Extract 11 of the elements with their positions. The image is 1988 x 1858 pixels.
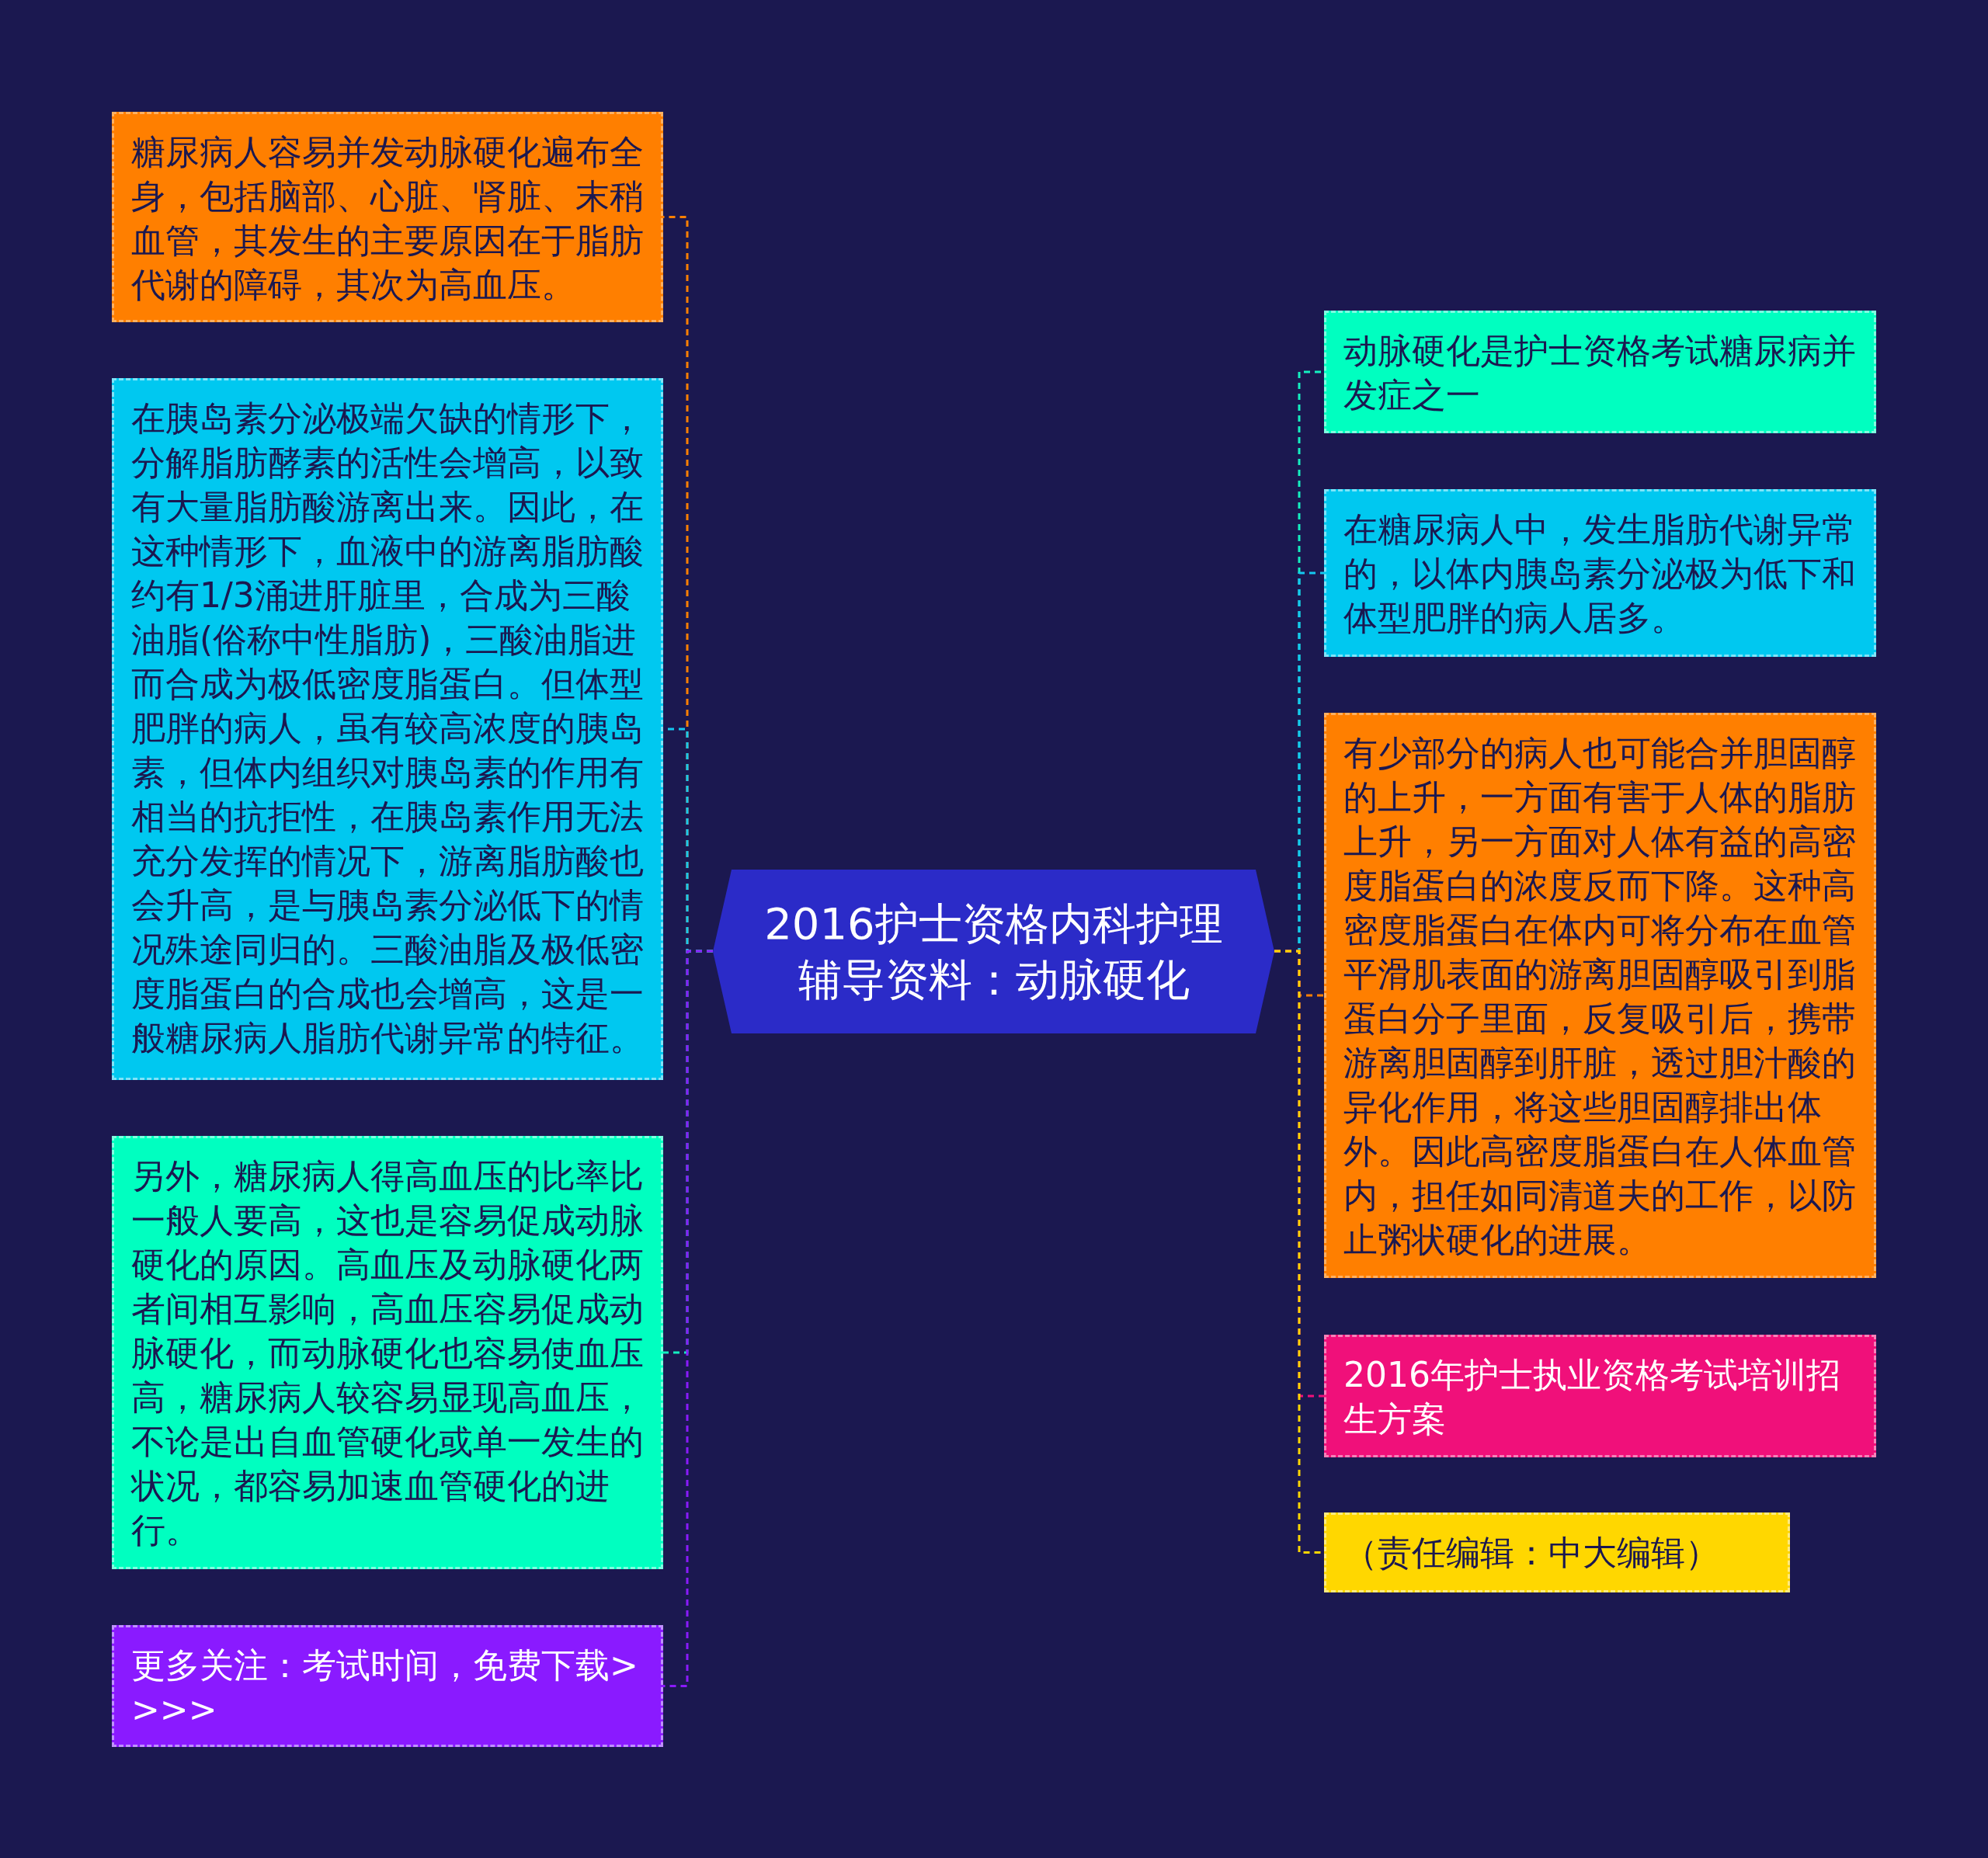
topic-hexagon: 2016护士资格内科护理辅导资料：动脉硬化 [713,870,1274,1033]
text-card: 更多关注：考试时间，免费下载>>>> [112,1625,663,1747]
text-card: 在胰岛素分泌极端欠缺的情形下，分解脂肪酵素的活性会增高，以致有大量脂肪酸游离出来。因此，在这种情形下，血液中的游离脂肪酸约有1/3涌进肝脏里，合成为三酸油脂(俗称中性脂肪)，三酸油脂进而合成为极低密度脂蛋白。但体型肥胖的病人，虽有较高浓度的胰岛素，但体内组织对胰岛素的作用有相当的抗拒性，在胰岛素作用无法充分发挥的情况下，游离脂肪酸也会升高，是与胰岛素分泌低下的情况殊途同归的。三酸油脂及极低密度脂蛋白的合成也会增高，这是一般糖尿病人脂肪代谢异常的特征。 [112,378,663,1080]
text-card: 2016年护士执业资格考试培训招生方案 [1324,1335,1876,1457]
text-card: 动脉硬化是护士资格考试糖尿病并发症之一 [1324,311,1876,433]
text-card: 在糖尿病人中，发生脂肪代谢异常的，以体内胰岛素分泌极为低下和体型肥胖的病人居多。 [1324,489,1876,657]
text-card: 糖尿病人容易并发动脉硬化遍布全身，包括脑部、心脏、肾脏、末稍血管，其发生的主要原因在于脂肪代谢的障碍，其次为高血压。 [112,112,663,322]
text-card: 另外，糖尿病人得高血压的比率比一般人要高，这也是容易促成动脉硬化的原因。高血压及动脉硬化两者间相互影响，高血压容易促成动脉硬化，而动脉硬化也容易使血压高，糖尿病人较容易显现高血压，不论是出自血管硬化或单一发生的状况，都容易加速血管硬化的进行。 [112,1136,663,1569]
connector-line [663,950,713,1687]
text-card: （责任编辑：中大编辑） [1324,1512,1790,1592]
text-card: 有少部分的病人也可能合并胆固醇的上升，一方面有害于人体的脂肪上升，另一方面对人体有益的高密度脂蛋白的浓度反而下降。这种高密度脂蛋白在体内可将分布在血管平滑肌表面的游离胆固醇吸引到脂蛋白分子里面，反复吸引后，携带游离胆固醇到肝脏，透过胆汁酸的异化作用，将这些胆固醇排出体外。因此高密度脂蛋白在人体血管内，担任如同清道夫的工作，以防止粥状硬化的进展。 [1324,713,1876,1278]
